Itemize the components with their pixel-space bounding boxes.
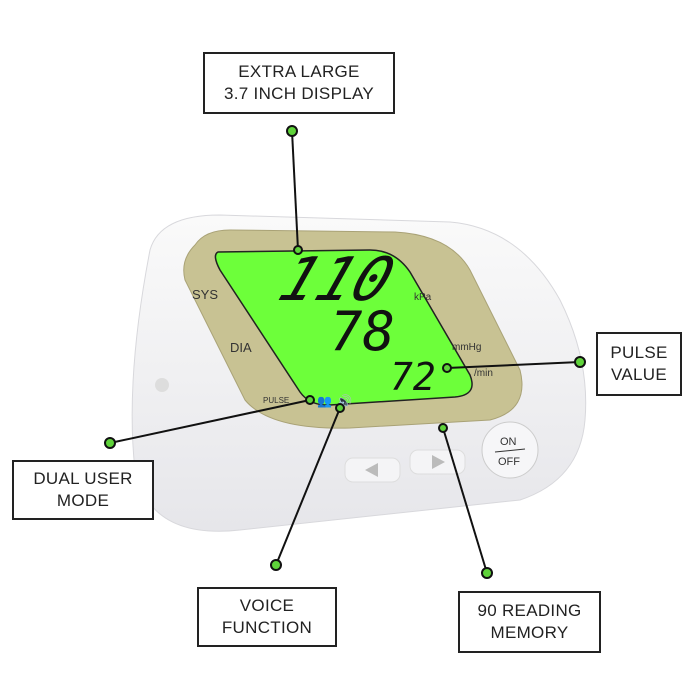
callout-memory-line2: MEMORY (490, 623, 569, 642)
lcd-screen (214, 249, 473, 406)
callout-display: EXTRA LARGE 3.7 INCH DISPLAY (203, 52, 395, 114)
port-icon (155, 378, 169, 392)
mmhg-label: mmHg (452, 342, 482, 353)
callout-lines (109, 130, 581, 574)
callout-dots (104, 125, 586, 579)
sys-label: SYS (192, 287, 219, 302)
dual-user-icon: 👥 (317, 394, 332, 408)
callout-voice-line1: VOICE (239, 596, 295, 615)
left-arrow-button[interactable] (344, 457, 401, 483)
per-min-label: /min (474, 368, 493, 379)
pulse-label: PULSE (263, 396, 290, 405)
callout-voice: VOICE FUNCTION (197, 587, 337, 647)
callout-pulse-line1: PULSE (610, 343, 668, 362)
lcd-systolic: 110 (270, 244, 404, 315)
callout-memory: 90 READING MEMORY (458, 591, 601, 653)
callout-dual-user-line2: MODE (56, 491, 110, 510)
power-button[interactable]: ON OFF (481, 421, 539, 479)
callout-dual-user: DUAL USER MODE (12, 460, 154, 520)
callout-display-line2: 3.7 INCH DISPLAY (224, 84, 374, 103)
callout-memory-line1: 90 READING (477, 601, 582, 620)
kpa-label: kPa (414, 292, 432, 303)
callout-voice-line2: FUNCTION (221, 618, 313, 637)
callout-pulse-line2: VALUE (611, 365, 667, 384)
dia-label: DIA (230, 340, 252, 355)
off-label: OFF (498, 456, 520, 468)
lcd-pulse: 72 (390, 355, 436, 399)
lcd-diastolic: 78 (330, 300, 395, 363)
callout-display-line1: EXTRA LARGE (238, 62, 360, 81)
callout-dual-user-line1: DUAL USER (33, 469, 133, 488)
callout-pulse: PULSE VALUE (596, 332, 682, 396)
on-label: ON (500, 436, 517, 448)
